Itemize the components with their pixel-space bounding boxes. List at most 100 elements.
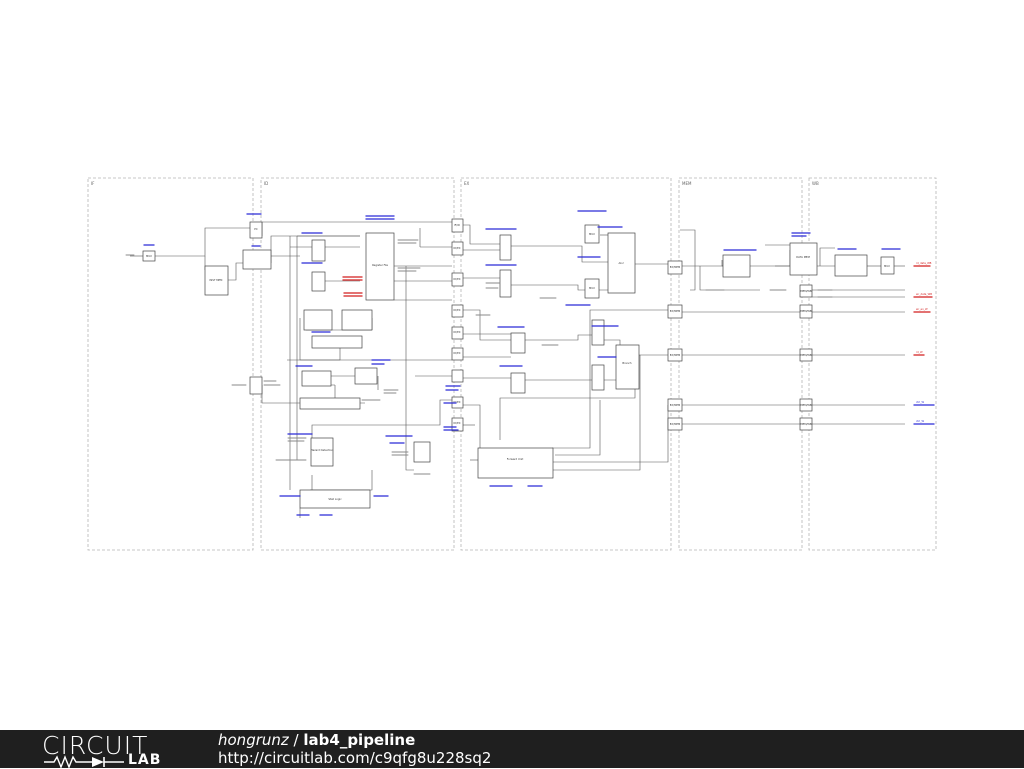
stage-label-id: ID [264, 181, 268, 186]
circuit-title: hongrunz / lab4_pipeline [218, 731, 415, 749]
exmem-reg-4[interactable] [667, 398, 683, 412]
fwd-mux-a1[interactable] [499, 234, 512, 261]
ifid-label: IF/ID [454, 223, 460, 227]
exmem-label-2: EX/MEM [670, 309, 680, 313]
alu[interactable] [607, 232, 636, 294]
idex-reg-4[interactable] [451, 347, 464, 361]
stage-frame-if [87, 177, 254, 551]
idex-reg-7[interactable] [451, 417, 464, 432]
circuit-url[interactable]: http://circuitlab.com/c9qfg8u228sq2 [218, 749, 492, 767]
stage-frame-ex [460, 177, 672, 551]
stage-frame-mem [678, 177, 803, 551]
stall-label: Stall Logic [328, 497, 342, 501]
memwb-label-3: MEM/WB [800, 353, 812, 357]
logo-circuit-text: CIRCUIT [42, 731, 149, 760]
alu-label: ALU [619, 261, 624, 265]
project-name[interactable]: lab4_pipeline [303, 731, 416, 749]
circuitlab-logo[interactable]: CIRCUIT LAB [42, 731, 182, 769]
blue-net-labels [143, 210, 935, 516]
sign-extend-1[interactable] [303, 309, 333, 331]
memwb-reg-5[interactable] [799, 417, 813, 431]
alu-src-mux-a[interactable] [584, 224, 600, 244]
output-ports-blue: ctrl_W ctrl_W [916, 400, 925, 423]
fwd-mux-b2[interactable] [510, 372, 526, 394]
memwb-label-1: MEM/WB [800, 289, 812, 293]
pc-offset-block[interactable] [311, 335, 363, 349]
forwarding-unit[interactable] [477, 447, 554, 479]
logo-resistor-diode-icon [44, 755, 124, 769]
idex-reg-2[interactable] [451, 304, 464, 318]
idex-label-7: ID/EX [453, 421, 460, 425]
exmem-reg-2[interactable] [667, 304, 683, 319]
memwb-reg-4[interactable] [799, 398, 813, 412]
regfile-label: Register File [372, 263, 388, 267]
stage-label-wb: WB [812, 181, 819, 186]
memwb-reg-3[interactable] [799, 348, 813, 362]
alu-src-mux-b[interactable] [584, 278, 600, 299]
id-hazard-box[interactable] [413, 441, 431, 463]
memwb-reg-2[interactable] [799, 304, 813, 319]
schematic-canvas[interactable]: IF ID EX MEM WB [0, 0, 1024, 730]
exmem-reg-5[interactable] [667, 417, 683, 431]
wires [130, 221, 905, 518]
branch-mux[interactable] [354, 367, 378, 385]
pc-mux[interactable] [142, 250, 156, 262]
stage-frame-wb [808, 177, 937, 551]
instruction-memory[interactable] [204, 265, 229, 296]
imm-mux-1[interactable] [311, 239, 326, 262]
idex-reg-5[interactable] [451, 369, 464, 383]
idex-label-3: ID/EX [453, 308, 460, 312]
sign-extend-2[interactable] [341, 309, 373, 331]
data-mem-addr-block[interactable] [722, 254, 751, 278]
idex-reg-3[interactable] [451, 326, 464, 340]
wb-mux[interactable] [880, 256, 895, 275]
pc-adder[interactable] [242, 249, 272, 270]
pc-stall-logic[interactable] [310, 437, 334, 467]
idex-label-4: ID/EX [453, 330, 460, 334]
fwd-mux-b1[interactable] [510, 332, 526, 354]
stage-label-mem: MEM [682, 181, 692, 186]
output-rd-data: rd_data_WB [916, 261, 932, 265]
exmem-label-4: EX/MEM [670, 403, 680, 407]
if-stall-box[interactable] [249, 376, 263, 395]
block-labels: MUX PC INST MEM Register File IF/ID ID/E… [146, 223, 890, 501]
output-ctrl-2: ctrl_W [916, 419, 925, 423]
fwd-mux-a2[interactable] [499, 269, 512, 298]
idex-label-6: ID/EX [453, 400, 460, 404]
data-memory[interactable] [789, 242, 818, 276]
pc-register[interactable] [249, 221, 263, 239]
register-file[interactable] [365, 232, 395, 301]
forward-label: Forward Unit [507, 457, 524, 461]
imem-label: INST MEM [210, 278, 223, 282]
shift-block[interactable] [301, 370, 332, 387]
memwb-label-4: MEM/WB [800, 403, 812, 407]
author-link[interactable]: hongrunz [218, 731, 289, 749]
exmem-label-1: EX/MEM [670, 265, 680, 269]
stall-logic[interactable] [299, 489, 371, 509]
exmem-label-3: EX/MEM [670, 353, 680, 357]
footer-bar: CIRCUIT LAB hongrunz / lab4_pipeline htt… [0, 730, 1024, 769]
idex-reg-1[interactable] [451, 272, 464, 287]
wb-mux-label: MUX [884, 264, 890, 268]
ifid-reg-2[interactable] [451, 241, 464, 256]
pc-reg-label: PC [254, 227, 258, 231]
red-net-labels [342, 265, 933, 356]
output-ports: rd_data_WB wr_data_WB wr_en_W rd_W [916, 261, 932, 354]
exmem-label-5: EX/MEM [670, 422, 680, 426]
exmem-reg-3[interactable] [667, 348, 683, 362]
blocks [142, 218, 895, 509]
logo-lab-text: LAB [128, 752, 162, 768]
branch-label: Branch [622, 361, 632, 365]
gray-annotations [125, 239, 833, 475]
branch-compare[interactable] [299, 397, 361, 410]
memwb-reg-1[interactable] [799, 284, 813, 298]
output-ctrl-1: ctrl_W [916, 400, 925, 404]
branch-unit[interactable] [615, 344, 640, 390]
imm-mux-2[interactable] [311, 271, 326, 292]
ifid-reg-1[interactable] [451, 218, 464, 233]
branch-logic[interactable] [591, 364, 605, 391]
branch-adder[interactable] [591, 319, 605, 346]
exmem-reg-1[interactable] [667, 260, 683, 275]
load-extend[interactable] [834, 254, 868, 277]
alu-mux-b-label: MUX [589, 286, 595, 290]
